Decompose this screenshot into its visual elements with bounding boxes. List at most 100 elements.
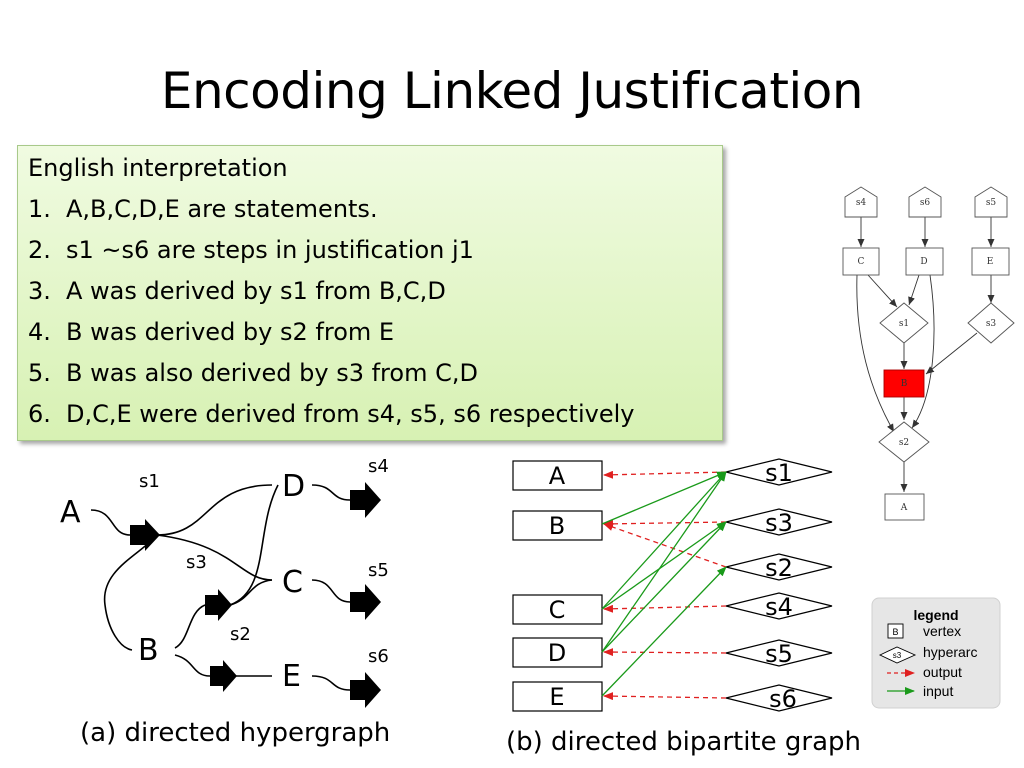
dag-node-D — [905, 247, 944, 276]
dag-edge — [867, 274, 898, 308]
legend-hyperarc-sample — [878, 646, 917, 664]
dag-node-s3 — [967, 302, 1015, 344]
node-D: D — [282, 469, 305, 504]
legend-hyperarc-sample-label: s3 — [893, 651, 902, 660]
justification-dag: s4 s6 s5 C D E s1 s3 B s2 A — [842, 186, 1015, 521]
interpretation-item: 5.B was also derived by s3 from C,D — [28, 359, 478, 387]
interpretation-box: English interpretation 1.A,B,C,D,E are s… — [17, 145, 723, 441]
step-label-s3: s3 — [186, 552, 207, 573]
dag-edge — [911, 274, 935, 429]
hypergraph-edge — [156, 534, 273, 581]
hypergraph-edge — [229, 579, 273, 606]
hypergraph-caption: (a) directed hypergraph — [80, 718, 391, 748]
output-arc — [603, 523, 727, 568]
dag-label: A — [900, 503, 908, 513]
interpretation-item: 2.s1 ~s6 are steps in justification j1 — [28, 236, 474, 264]
dag-node-B — [883, 369, 925, 398]
step-label: s1 — [765, 459, 793, 487]
output-arc — [603, 604, 727, 613]
dag-label: s6 — [920, 198, 931, 208]
hypergraph-edge — [311, 675, 351, 691]
step-label: s2 — [765, 554, 793, 582]
dag-edge — [856, 274, 895, 433]
dag-label: s4 — [856, 198, 867, 208]
dag-label: C — [858, 257, 865, 267]
step-label-s2: s2 — [230, 624, 251, 645]
step-label: s4 — [765, 593, 793, 621]
statement-box-A — [512, 460, 603, 491]
dag-edge — [925, 332, 978, 375]
step-arrow-icon — [350, 672, 381, 708]
interpretation-item: 4.B was derived by s2 from E — [28, 318, 395, 346]
step-label: s3 — [765, 509, 793, 537]
legend-background — [871, 597, 1001, 709]
dag-label: s2 — [899, 438, 909, 448]
legend-vertex-sample — [887, 623, 904, 639]
step-label: s6 — [769, 685, 797, 713]
hypergraph-step-markers — [130, 482, 381, 708]
hypergraph-edge — [156, 484, 273, 536]
step-label-s1: s1 — [139, 471, 160, 492]
hypergraph — [90, 484, 351, 691]
hypergraph-edge — [103, 534, 158, 651]
input-arc — [601, 471, 727, 525]
step-diamond-s1 — [725, 458, 833, 486]
hypergraph-edge — [174, 654, 211, 677]
legend: legend B vertex s3 hyperarc output input — [871, 597, 1001, 709]
hypergraph-edge — [311, 484, 351, 501]
step-label: s5 — [765, 640, 793, 668]
step-arrow-icon — [350, 482, 381, 518]
statement-box-C — [512, 594, 603, 625]
dag-label: D — [920, 257, 927, 267]
statement-label: A — [549, 462, 566, 490]
dag-edge — [908, 274, 920, 306]
input-arc — [601, 566, 727, 697]
hypergraph-edge — [311, 579, 351, 603]
statement-box-B — [512, 510, 603, 541]
input-arc — [601, 521, 727, 653]
output-arc — [603, 648, 727, 657]
interpretation-item: 6.D,C,E were derived from s4, s5, s6 res… — [28, 400, 635, 428]
hypergraph-edge — [90, 509, 131, 536]
step-diamond-s2 — [725, 553, 833, 581]
step-arrow-icon — [205, 589, 232, 621]
statement-label: D — [548, 639, 566, 667]
step-diamond-s5 — [725, 639, 833, 667]
input-arc — [601, 521, 727, 610]
dag-label: s3 — [986, 319, 997, 329]
statement-label: E — [549, 683, 564, 711]
legend-title: legend — [913, 607, 958, 623]
dag-node-C — [842, 247, 880, 276]
dag-label: B — [901, 379, 908, 389]
legend-hyperarc-label: hyperarc — [923, 644, 977, 660]
statement-label: B — [549, 512, 565, 540]
hypergraph-edge — [174, 604, 206, 649]
dag-label: E — [987, 257, 994, 267]
statement-label: C — [549, 596, 566, 624]
dag-node-s1 — [879, 302, 929, 344]
step-diamond-s3 — [725, 508, 833, 536]
legend-output-label: output — [923, 664, 962, 680]
dag-node-A — [884, 493, 925, 521]
step-arrow-icon — [350, 584, 381, 620]
input-arc — [601, 471, 727, 610]
dag-label: s5 — [986, 198, 997, 208]
input-arc — [601, 471, 727, 653]
node-C: C — [282, 565, 303, 600]
interpretation-item: 3.A was derived by s1 from B,C,D — [28, 277, 446, 305]
output-arc — [603, 519, 727, 528]
step-label-s4: s4 — [368, 456, 389, 477]
dag-node-s6 — [908, 186, 942, 218]
slide-title: Encoding Linked Justification — [160, 62, 864, 120]
legend-vertex-sample-label: B — [892, 627, 898, 637]
statement-box-E — [512, 681, 603, 712]
step-arrow-icon — [210, 660, 237, 692]
dag-node-s2 — [878, 421, 930, 463]
legend-input-label: input — [923, 683, 953, 699]
bipartite-graph: A B C D E s1 s3 s2 s4 s5 s6 — [512, 458, 833, 713]
dag-node-E — [971, 247, 1010, 276]
node-E: E — [282, 659, 301, 694]
node-B: B — [138, 633, 159, 668]
dag-node-s4 — [844, 186, 878, 218]
